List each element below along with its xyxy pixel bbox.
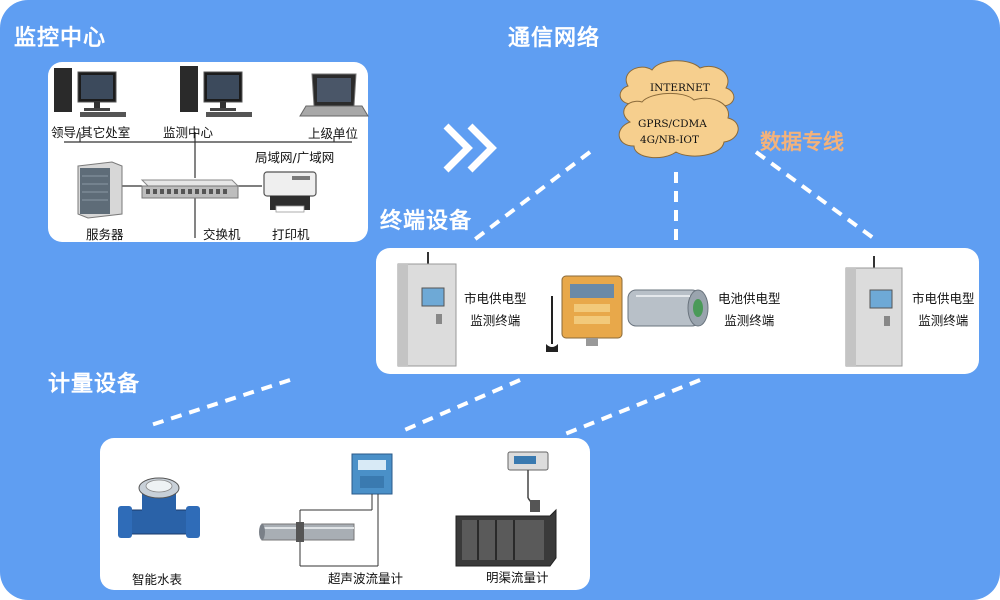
battery-terminal-name: 监测终端 (724, 313, 775, 328)
network-switch-icon (140, 179, 240, 199)
dashed-connectors (147, 150, 878, 438)
battery-terminal-device-icon (546, 275, 623, 352)
heading-terminal-devices: 终端设备 (380, 209, 473, 234)
nbiot-label: 4G/NB-IOT (640, 134, 700, 146)
battery-terminal-type: 电池供电型 (718, 291, 781, 306)
dashed-line-dedicated (754, 150, 878, 242)
cloud-icon (618, 60, 739, 159)
mains-terminal-cabinet-icon (397, 252, 457, 367)
printer-icon (263, 171, 317, 213)
server-icon (77, 161, 123, 219)
heading-monitoring-center: 监控中心 (14, 26, 107, 51)
laptop-icon (299, 73, 369, 117)
superior-unit-label: 上级单位 (308, 126, 359, 141)
gprs-cdma-label: GPRS/CDMA (638, 118, 707, 130)
lan-wan-label: 局域网/广域网 (255, 150, 335, 165)
server-label: 服务器 (86, 227, 124, 242)
open-channel-flowmeter-icon (455, 451, 557, 567)
mains-terminal-type: 市电供电型 (464, 291, 527, 306)
mains-terminal-type: 市电供电型 (912, 291, 975, 306)
dashed-line-metering-right (559, 378, 701, 438)
ultrasonic-flowmeter-icon (259, 453, 393, 567)
battery-cylinder-icon (627, 289, 709, 327)
printer-label: 打印机 (272, 227, 310, 242)
lan-lines (64, 132, 352, 238)
switch-label: 交换机 (203, 227, 241, 242)
chevron-arrow-icon (443, 123, 497, 173)
ultrasonic-flowmeter-label: 超声波流量计 (328, 571, 404, 586)
smart-meter-label: 智能水表 (132, 572, 183, 587)
mains-terminal-cabinet-icon (845, 256, 903, 367)
battery-terminal-label: 电池供电型 监测终端 (718, 288, 781, 332)
leader-office-label: 领导/其它处室 (51, 125, 131, 140)
heading-network: 通信网络 (508, 26, 601, 51)
mains-terminal-name: 监测终端 (918, 313, 969, 328)
mains-terminal-name: 监测终端 (470, 313, 521, 328)
internet-label: INTERNET (650, 82, 710, 94)
dashed-line-metering-left (147, 378, 291, 428)
desktop-computer-icon (180, 66, 252, 117)
mains-terminal-label-2: 市电供电型 监测终端 (912, 288, 975, 332)
smart-water-meter-icon (118, 477, 200, 538)
dashed-line-metering-center (399, 378, 521, 434)
desktop-computer-icon (54, 68, 126, 117)
dedicated-line-label: 数据专线 (760, 130, 844, 154)
open-channel-flowmeter-label: 明渠流量计 (486, 570, 549, 585)
monitor-center-label: 监测中心 (163, 125, 214, 140)
heading-metering-devices: 计量设备 (48, 372, 141, 397)
mains-terminal-label-1: 市电供电型 监测终端 (464, 288, 527, 332)
dashed-line-network-terminal-left (472, 150, 592, 242)
